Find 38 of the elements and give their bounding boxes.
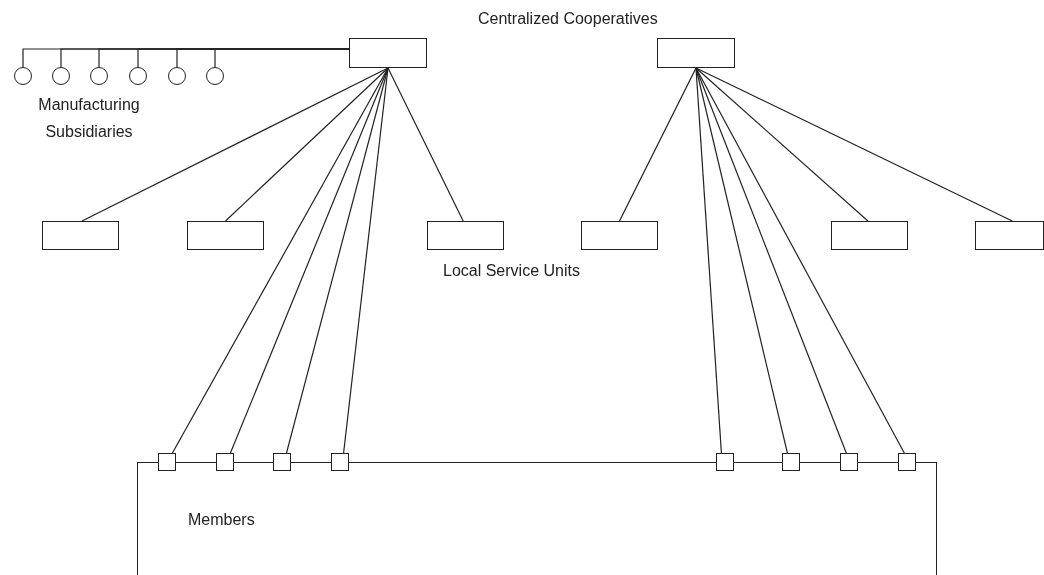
members-box bbox=[137, 462, 937, 575]
rectangle-box bbox=[42, 221, 119, 250]
connector-line bbox=[695, 67, 905, 454]
rectangle-box bbox=[349, 38, 427, 68]
rectangle-box bbox=[581, 221, 658, 250]
connector-line bbox=[81, 67, 389, 222]
connector-line bbox=[224, 67, 389, 222]
rectangle-box bbox=[216, 453, 234, 471]
rectangle-box bbox=[657, 38, 735, 68]
circle-node bbox=[90, 67, 108, 85]
connector-line bbox=[343, 67, 389, 454]
connector-line bbox=[214, 48, 350, 68]
circle-node bbox=[14, 67, 32, 85]
rectangle-box bbox=[975, 221, 1044, 250]
connector-line bbox=[695, 67, 722, 454]
group-label: Local Service Units bbox=[443, 261, 580, 281]
node-label: Members bbox=[188, 511, 255, 529]
circle-node bbox=[168, 67, 186, 85]
rectangle-box bbox=[273, 453, 291, 471]
connector-line bbox=[618, 67, 697, 222]
circle-node bbox=[129, 67, 147, 85]
circle-node bbox=[52, 67, 70, 85]
connector-line bbox=[695, 67, 1013, 222]
rectangle-box bbox=[427, 221, 504, 250]
connector-line bbox=[695, 67, 869, 222]
rectangle-box bbox=[158, 453, 176, 471]
rectangle-box bbox=[840, 453, 858, 471]
circle-node bbox=[206, 67, 224, 85]
rectangle-box bbox=[716, 453, 734, 471]
rectangle-box bbox=[782, 453, 800, 471]
rectangle-box bbox=[898, 453, 916, 471]
group-label: Centralized Cooperatives bbox=[478, 9, 658, 29]
rectangle-box bbox=[831, 221, 908, 250]
connector-line bbox=[387, 67, 464, 222]
group-label: Manufacturing Subsidiaries bbox=[37, 95, 141, 142]
rectangle-box bbox=[187, 221, 264, 250]
connector-line bbox=[171, 67, 389, 454]
rectangle-box bbox=[331, 453, 349, 471]
